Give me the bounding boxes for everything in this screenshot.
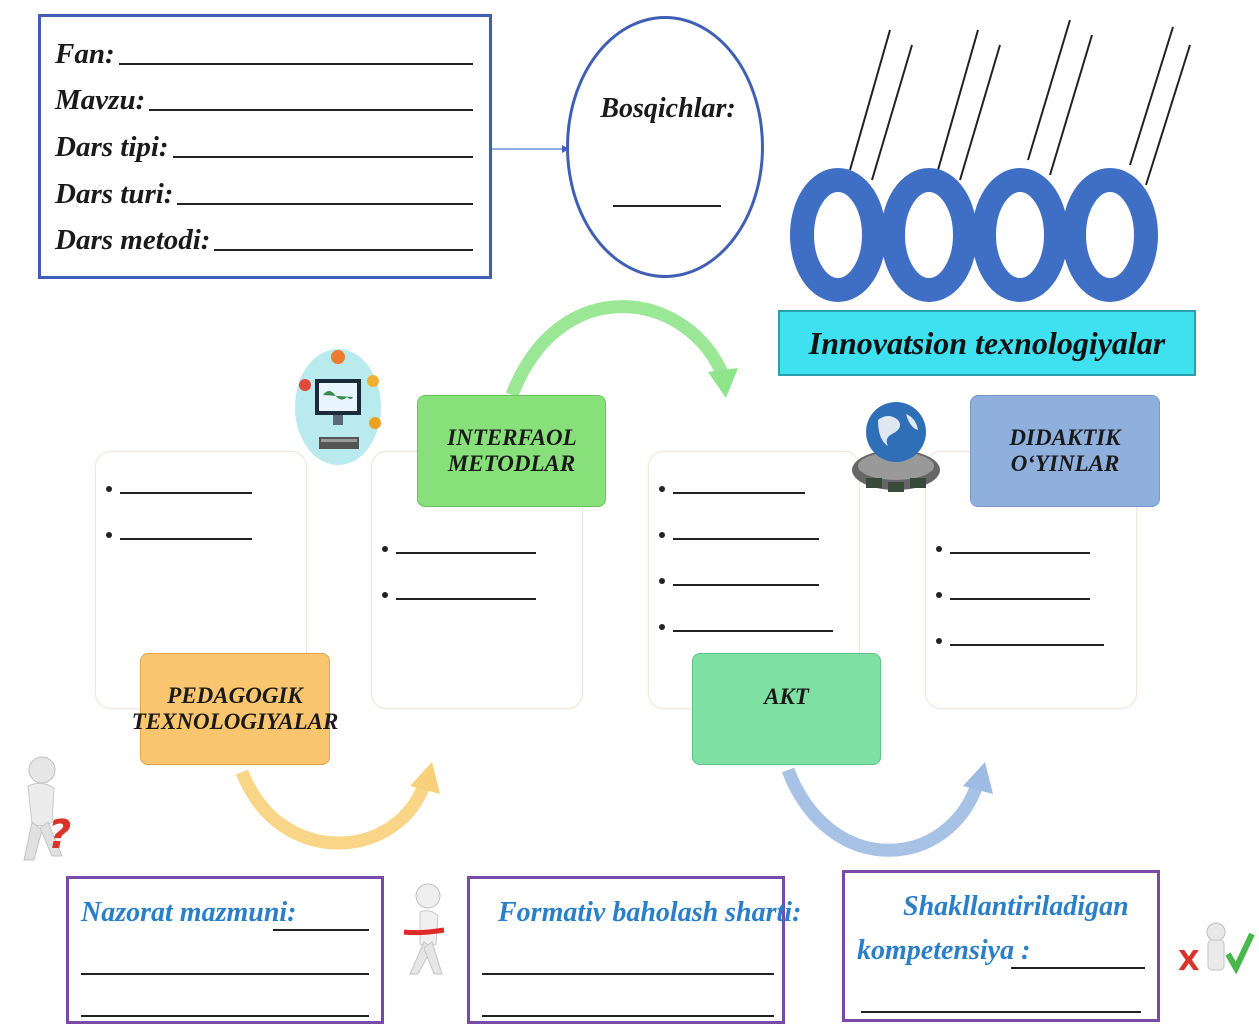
lesson-info-box: Fan: Mavzu: Dars tipi: Dars turi: Dars m… bbox=[38, 14, 492, 279]
list-item[interactable] bbox=[382, 584, 562, 614]
dars-turi-label: Dars turi: bbox=[55, 178, 174, 210]
svg-text:X: X bbox=[1178, 944, 1200, 977]
thinking-person-icon: ? bbox=[23, 756, 71, 861]
dars-tipi-field[interactable]: Dars tipi: bbox=[55, 124, 473, 164]
rings-decoration bbox=[790, 19, 1191, 302]
list-item[interactable] bbox=[106, 478, 286, 508]
nazorat-line[interactable] bbox=[81, 1015, 369, 1017]
list-item[interactable] bbox=[936, 538, 1116, 568]
formativ-title: Formativ baholash sharti: bbox=[498, 897, 802, 928]
list-item[interactable] bbox=[659, 570, 839, 600]
formativ-line[interactable] bbox=[482, 973, 774, 975]
dars-tipi-label: Dars tipi: bbox=[55, 131, 169, 163]
kompetensiya-line[interactable] bbox=[1011, 967, 1145, 969]
list-item[interactable] bbox=[659, 616, 839, 646]
list-item[interactable] bbox=[659, 524, 839, 554]
mavzu-label: Mavzu: bbox=[55, 84, 146, 116]
kompetensiya-line[interactable] bbox=[861, 1011, 1141, 1013]
formativ-line[interactable] bbox=[482, 1015, 774, 1017]
mavzu-field[interactable]: Mavzu: bbox=[55, 77, 473, 117]
pedagogik-header: PEDAGOGIK TEXNOLOGIYALAR bbox=[132, 653, 338, 765]
nazorat-line[interactable] bbox=[81, 973, 369, 975]
nazorat-line[interactable] bbox=[273, 929, 369, 931]
dars-metodi-field[interactable]: Dars metodi: bbox=[55, 217, 473, 257]
kompetensiya-box: Shakllantiriladigan kompetensiya : bbox=[842, 870, 1160, 1022]
fan-field[interactable]: Fan: bbox=[55, 31, 473, 71]
nazorat-title: Nazorat mazmuni: bbox=[81, 897, 297, 928]
xv-check-person-icon: X bbox=[1178, 922, 1255, 977]
innovation-banner: Innovatsion texnologiyalar bbox=[778, 310, 1196, 376]
running-person-icon bbox=[403, 883, 445, 975]
svg-text:?: ? bbox=[48, 812, 71, 858]
fan-label: Fan: bbox=[55, 38, 115, 70]
list-item[interactable] bbox=[936, 584, 1116, 614]
dars-turi-field[interactable]: Dars turi: bbox=[55, 171, 473, 211]
list-item[interactable] bbox=[106, 524, 286, 554]
nazorat-box: Nazorat mazmuni: bbox=[66, 876, 384, 1024]
list-item[interactable] bbox=[382, 538, 562, 568]
kompetensiya-title-line2: kompetensiya : bbox=[857, 935, 1031, 966]
didaktik-header: DIDAKTIK O‘YINLAR bbox=[970, 395, 1160, 507]
formativ-box: Formativ baholash sharti: bbox=[467, 876, 801, 1024]
stages-circle: Bosqichlar: bbox=[566, 16, 764, 278]
globe-laptops-icon bbox=[852, 402, 940, 492]
dars-metodi-label: Dars metodi: bbox=[55, 224, 211, 256]
stages-answer-line[interactable] bbox=[613, 205, 721, 207]
info-to-stages-arrow bbox=[492, 145, 569, 153]
interfaol-header: INTERFAOL METODLAR bbox=[417, 395, 606, 507]
list-item[interactable] bbox=[936, 630, 1116, 660]
stages-label: Bosqichlar: bbox=[600, 93, 736, 124]
computer-world-icon bbox=[295, 349, 381, 465]
akt-header: AKT bbox=[692, 653, 881, 765]
kompetensiya-title-line1: Shakllantiriladigan bbox=[903, 891, 1129, 922]
list-item[interactable] bbox=[659, 478, 839, 508]
